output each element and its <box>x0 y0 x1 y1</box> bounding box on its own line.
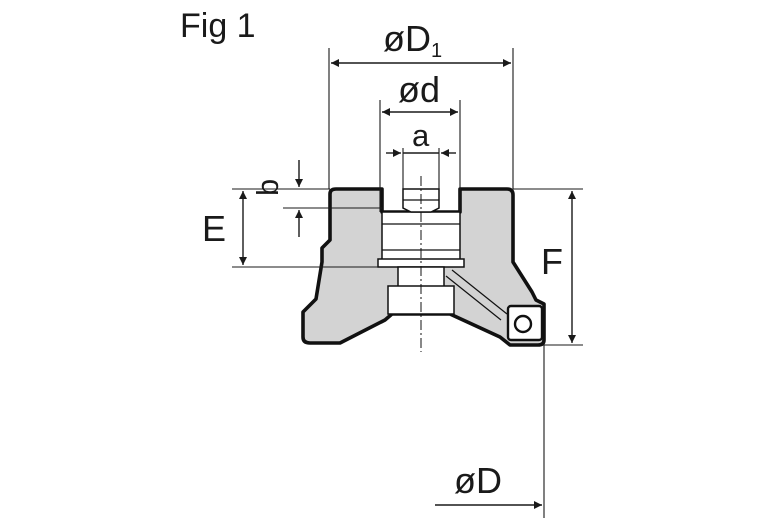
dimension-F: F <box>513 188 583 346</box>
label-D: øD <box>454 460 502 501</box>
label-D1-subscript: 1 <box>431 40 442 62</box>
label-b: b <box>250 179 285 196</box>
figure-label: Fig 1 <box>180 7 256 45</box>
label-E: E <box>202 208 226 249</box>
dimension-D1: øD1 <box>328 18 514 189</box>
insert-screw-icon <box>513 314 533 334</box>
cutter-body <box>301 187 546 347</box>
dimension-D: øD <box>435 345 545 518</box>
dimension-a: a <box>386 118 456 189</box>
label-a: a <box>412 118 430 153</box>
label-D1: øD <box>383 18 431 59</box>
dimension-E: E <box>202 188 378 268</box>
dimension-d: ød <box>379 69 461 212</box>
label-d: ød <box>398 69 440 110</box>
svg-text:øD1: øD1 <box>383 18 442 62</box>
label-F: F <box>541 241 563 282</box>
